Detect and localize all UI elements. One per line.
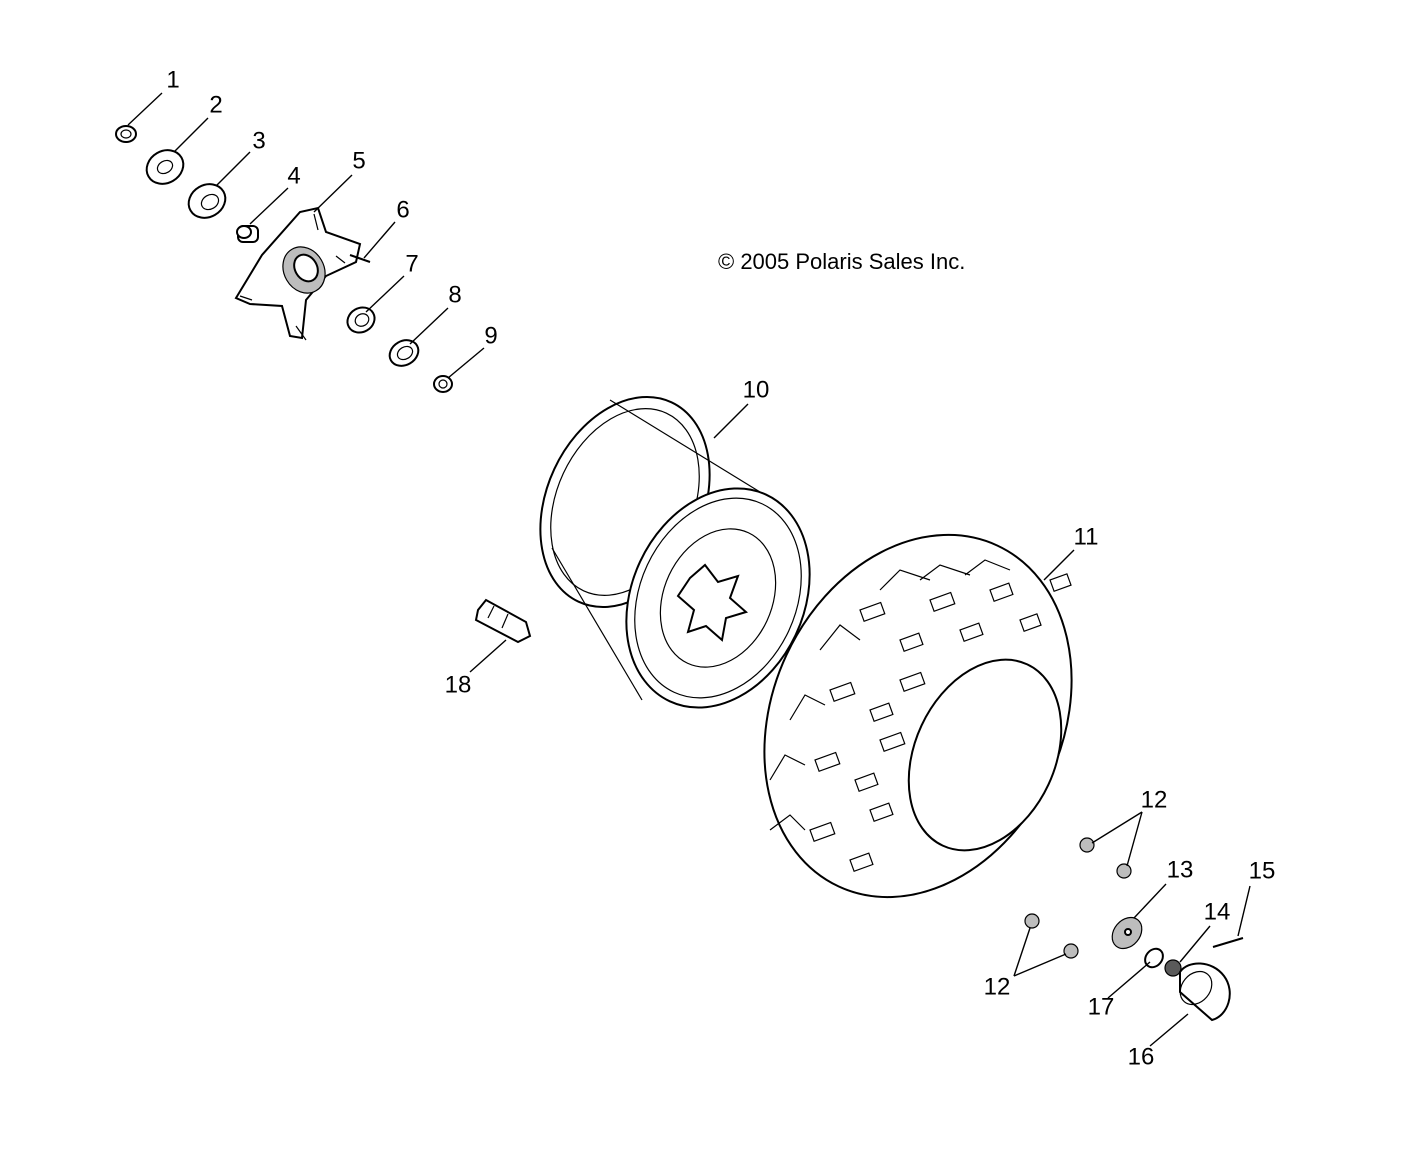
callout-10: 10	[743, 376, 770, 403]
callout-9: 9	[484, 322, 497, 349]
part-8-seal	[388, 339, 420, 367]
part-12-lug-nuts-upper	[1079, 837, 1132, 879]
callout-17: 17	[1088, 993, 1115, 1020]
callout-11: 11	[1074, 523, 1099, 550]
tire-tread-pattern	[769, 559, 1072, 873]
part-10-wheel-rim	[539, 395, 811, 709]
callout-16: 16	[1128, 1043, 1155, 1070]
callout-3: 3	[252, 127, 265, 154]
part-7-bearing	[346, 306, 376, 334]
leader-lines	[127, 92, 1251, 1047]
part-18-valve-stem	[474, 598, 532, 644]
callout-15: 15	[1249, 857, 1276, 884]
callout-12-upper: 12	[1141, 786, 1168, 813]
callout-6: 6	[396, 196, 409, 223]
callout-14: 14	[1204, 898, 1231, 925]
part-13-washer	[1111, 916, 1143, 950]
callout-18: 18	[445, 671, 472, 698]
part-12-lug-nuts-lower	[1024, 913, 1079, 959]
callout-4: 4	[287, 162, 300, 189]
callout-2: 2	[209, 91, 222, 118]
part-9-nut	[433, 375, 453, 393]
callout-12-lower: 12	[984, 973, 1011, 1000]
part-1-nut	[115, 125, 137, 143]
part-16-hub-cap	[1179, 962, 1231, 1022]
part-4-spacer	[236, 225, 259, 243]
callout-5: 5	[352, 147, 365, 174]
part-6-stud	[349, 254, 371, 263]
callout-13: 13	[1167, 856, 1194, 883]
callout-labels: 1 2 3 4 5 6 7 8 9 10 11 12 12 13 14 15 1…	[166, 66, 1275, 1070]
callout-7: 7	[405, 250, 418, 277]
part-14-castle-nut	[1164, 959, 1182, 977]
callout-1: 1	[166, 66, 179, 93]
part-2-washer	[145, 149, 185, 185]
copyright-text: © 2005 Polaris Sales Inc.	[718, 249, 965, 274]
part-15-cotter-pin	[1212, 937, 1244, 948]
part-3-bearing	[187, 183, 227, 219]
callout-8: 8	[448, 281, 461, 308]
part-11-tire	[763, 533, 1073, 899]
part-5-hub	[234, 206, 362, 341]
